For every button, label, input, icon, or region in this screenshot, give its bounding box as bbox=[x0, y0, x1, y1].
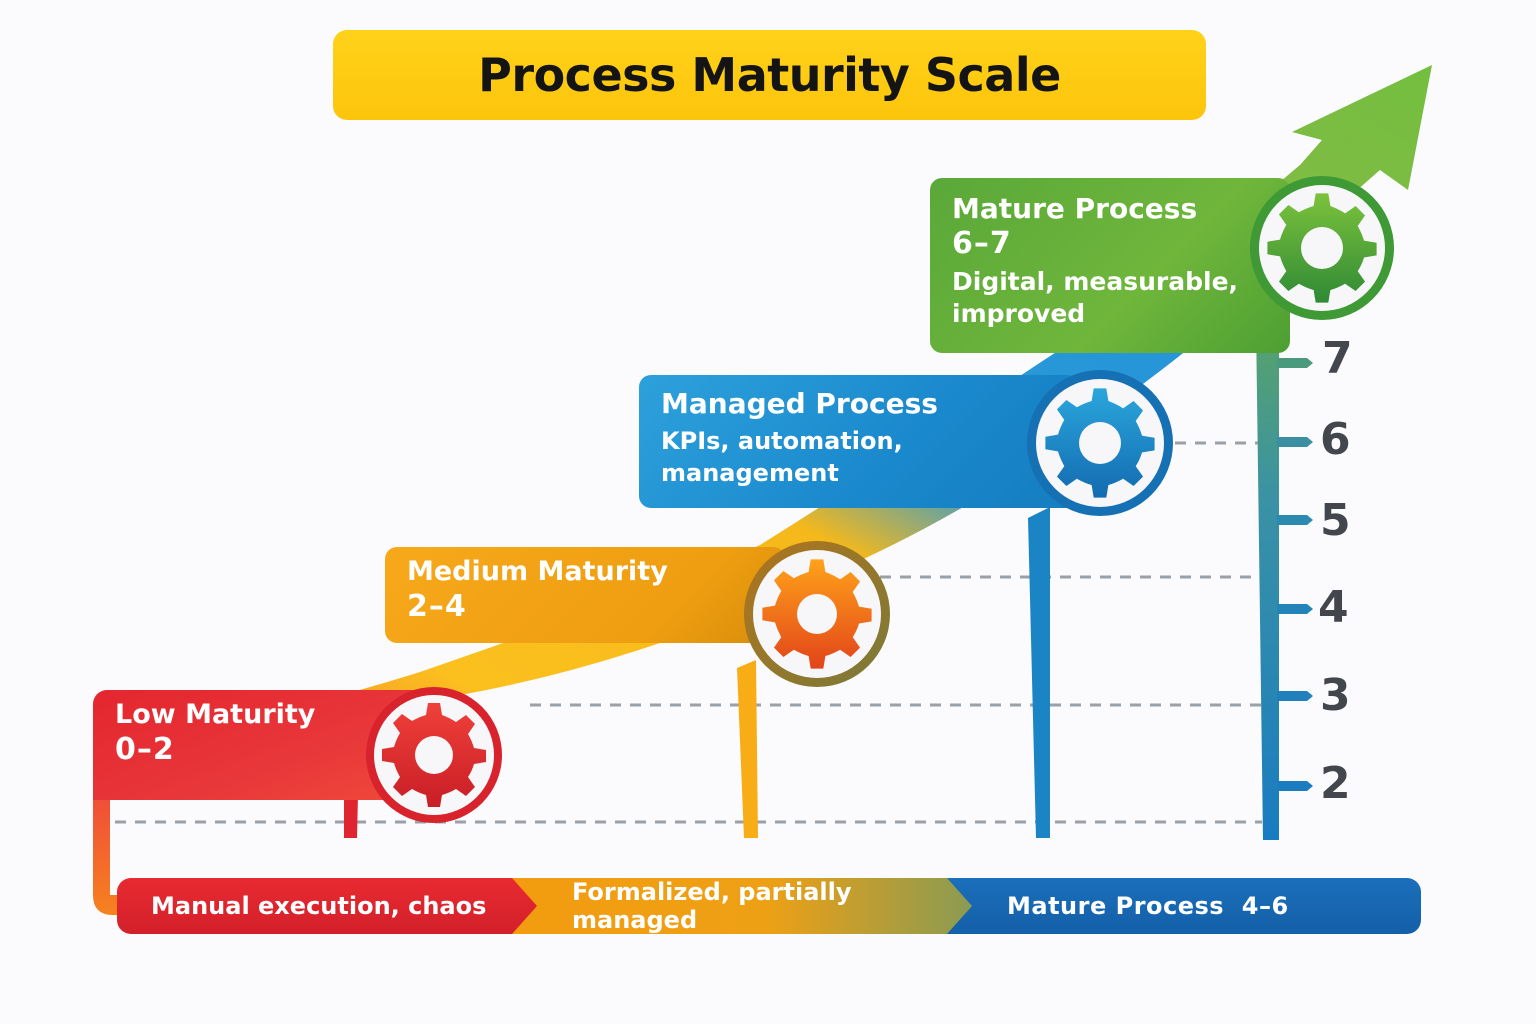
scale-tick-4 bbox=[1277, 604, 1313, 614]
guide-lines bbox=[115, 441, 1262, 824]
stage-description-line: KPIs, automation, bbox=[661, 427, 903, 455]
maturity-scale bbox=[1256, 315, 1313, 840]
scale-label-2: 2 bbox=[1320, 758, 1351, 809]
low-connector bbox=[93, 790, 125, 915]
scale-ticks bbox=[1277, 358, 1313, 791]
stage-card-low: Low Maturity 0–2 bbox=[93, 690, 433, 800]
stage-poles bbox=[344, 507, 1050, 838]
bar-segment-mature: Mature Process 4–6 bbox=[947, 878, 1421, 934]
stage-title: Mature Process bbox=[952, 192, 1198, 225]
stage-card-medium: Medium Maturity 2–4 bbox=[385, 547, 785, 643]
pole-medium bbox=[737, 660, 758, 838]
title-banner: Process Maturity Scale bbox=[333, 30, 1206, 120]
maturity-progress-bar: Manual execution, chaos Formalized, part… bbox=[117, 878, 1421, 934]
pole-low bbox=[344, 795, 358, 838]
stage-title: Low Maturity bbox=[115, 699, 316, 730]
stage-description-line: improved bbox=[952, 299, 1086, 328]
stage-card-mature: Mature Process 6–7 Digital, measurable, … bbox=[930, 178, 1290, 353]
scale-bar bbox=[1256, 315, 1279, 840]
page-title: Process Maturity Scale bbox=[478, 48, 1061, 102]
scale-label-4: 4 bbox=[1318, 582, 1349, 633]
scale-tick-5 bbox=[1277, 515, 1313, 525]
stage-range: 0–2 bbox=[115, 732, 175, 767]
stage-range: 6–7 bbox=[952, 226, 1012, 261]
scale-label-6: 6 bbox=[1320, 414, 1351, 465]
stage-description-line: management bbox=[661, 459, 839, 487]
scale-label-3: 3 bbox=[1320, 670, 1351, 721]
scale-tick-2 bbox=[1277, 781, 1313, 791]
bar-segment-label: Manual execution, chaos bbox=[151, 892, 487, 920]
stage-title: Managed Process bbox=[661, 387, 938, 420]
bar-segment-label: Mature Process 4–6 bbox=[1007, 892, 1289, 920]
scale-label-5: 5 bbox=[1320, 495, 1351, 546]
bar-segment-low: Manual execution, chaos bbox=[117, 878, 537, 934]
stage-range: 2–4 bbox=[407, 589, 467, 624]
stage-title: Medium Maturity bbox=[407, 556, 668, 587]
bar-segment-medium: Formalized, partially managed bbox=[512, 878, 972, 934]
bar-segment-label: Formalized, partially managed bbox=[572, 878, 852, 934]
pole-managed bbox=[1028, 507, 1050, 838]
stage-card-managed: Managed Process KPIs, automation, manage… bbox=[639, 375, 1079, 508]
scale-label-7: 7 bbox=[1322, 333, 1353, 384]
scale-tick-3 bbox=[1277, 691, 1313, 701]
scale-tick-6 bbox=[1277, 437, 1313, 447]
scale-tick-7 bbox=[1277, 358, 1313, 368]
stage-description-line: Digital, measurable, bbox=[952, 267, 1239, 296]
